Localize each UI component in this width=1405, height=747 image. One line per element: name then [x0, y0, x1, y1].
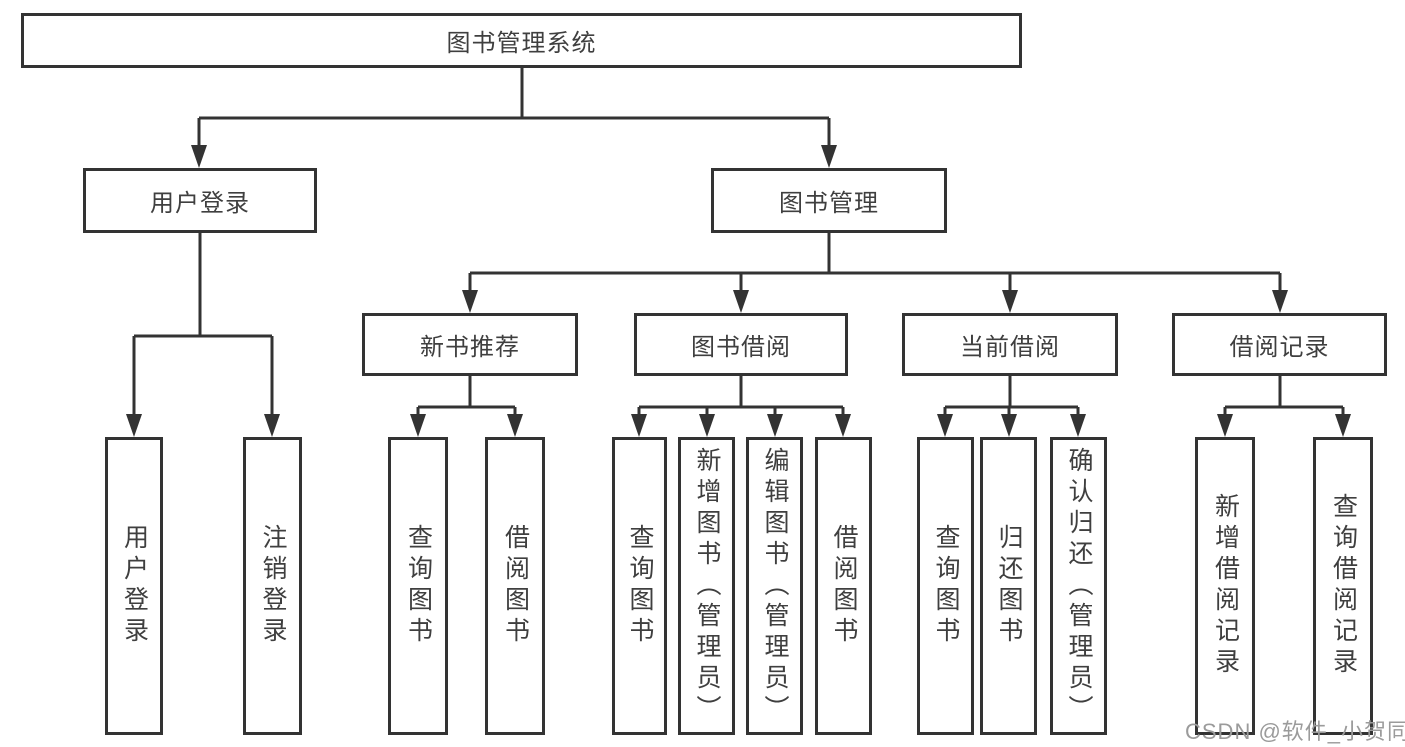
leaf-recommend-query-books: 查询图书	[388, 437, 448, 735]
arrowhead-icon	[264, 414, 280, 437]
arrowhead-icon	[1002, 290, 1018, 313]
arrowhead-icon	[1070, 414, 1086, 437]
leaf-borrow-query-books: 查询图书	[612, 437, 667, 735]
arrowhead-icon	[937, 414, 953, 437]
arrowhead-icon	[1001, 414, 1017, 437]
node-label: 查询借阅记录	[1329, 493, 1358, 679]
node-label: 编辑图书（管理员）	[761, 446, 789, 726]
arrowhead-icon	[733, 290, 749, 313]
leaf-edit-books-admin: 编辑图书（管理员）	[746, 437, 803, 735]
arrowhead-icon	[699, 414, 715, 437]
arrowhead-icon	[507, 414, 523, 437]
connector	[468, 233, 1282, 293]
node-new-book-recommend: 新书推荐	[362, 313, 578, 376]
node-borrow-records: 借阅记录	[1172, 313, 1387, 376]
node-root: 图书管理系统	[21, 13, 1022, 68]
connector	[637, 376, 845, 417]
node-label: 借阅记录	[1229, 334, 1330, 361]
arrowhead-icon	[821, 145, 837, 168]
node-label: 新书推荐	[420, 334, 520, 361]
node-label: 图书管理	[779, 190, 879, 217]
node-label: 归还图书	[995, 524, 1023, 648]
arrowhead-icon	[1335, 414, 1351, 437]
node-current-borrow: 当前借阅	[902, 313, 1118, 376]
leaf-query-borrow-record: 查询借阅记录	[1313, 437, 1373, 735]
node-label: 图书管理系统	[446, 30, 597, 57]
leaf-current-query-books: 查询图书	[917, 437, 974, 735]
arrowhead-icon	[1217, 414, 1233, 437]
node-label: 新增借阅记录	[1211, 493, 1240, 679]
leaf-confirm-return-admin: 确认归还（管理员）	[1050, 437, 1107, 735]
node-user-login: 用户登录	[83, 168, 317, 233]
leaf-add-books-admin: 新增图书（管理员）	[678, 437, 735, 735]
leaf-add-borrow-record: 新增借阅记录	[1195, 437, 1255, 735]
node-label: 借阅图书	[830, 524, 858, 648]
node-label: 查询图书	[932, 524, 960, 648]
leaf-logout: 注销登录	[243, 437, 302, 735]
csdn-watermark: CSDN @软件_小贺同学	[1185, 719, 1405, 744]
arrowhead-icon	[631, 414, 647, 437]
connector	[132, 233, 274, 417]
arrowhead-icon	[767, 414, 783, 437]
leaf-return-books: 归还图书	[980, 437, 1037, 735]
leaf-user-login: 用户登录	[105, 437, 163, 735]
leaf-recommend-borrow-books: 借阅图书	[485, 437, 545, 735]
arrowhead-icon	[1272, 290, 1288, 313]
node-label: 确认归还（管理员）	[1065, 446, 1093, 726]
node-label: 查询图书	[404, 524, 433, 648]
connector	[1223, 376, 1345, 417]
arrowhead-icon	[126, 414, 142, 437]
connector	[416, 376, 517, 417]
node-label: 注销登录	[259, 524, 287, 648]
arrowhead-icon	[835, 414, 851, 437]
connector	[943, 376, 1080, 417]
node-label: 图书借阅	[691, 334, 791, 361]
connector	[197, 68, 831, 148]
node-label: 借阅图书	[501, 524, 530, 648]
arrowhead-icon	[462, 290, 478, 313]
leaf-borrow-books: 借阅图书	[815, 437, 872, 735]
node-label: 新增图书（管理员）	[693, 446, 721, 726]
arrowhead-icon	[410, 414, 426, 437]
node-book-management: 图书管理	[711, 168, 947, 233]
node-book-borrow: 图书借阅	[634, 313, 848, 376]
node-label: 查询图书	[626, 524, 654, 648]
node-label: 用户登录	[150, 190, 250, 217]
node-label: 用户登录	[120, 524, 149, 648]
arrowhead-icon	[191, 145, 207, 168]
node-label: 当前借阅	[960, 334, 1060, 361]
